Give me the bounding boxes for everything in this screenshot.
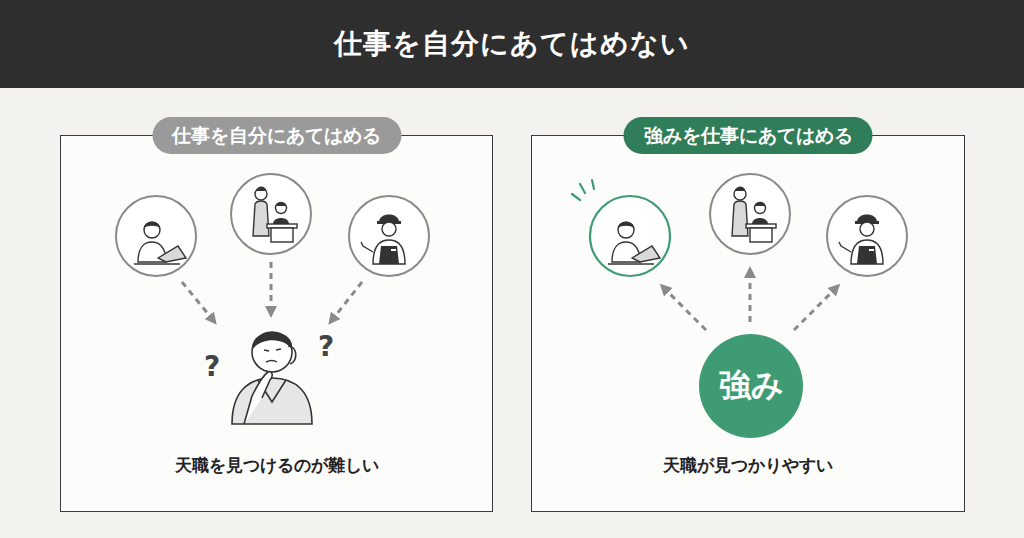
title-text: 仕事を自分にあてはめない (334, 25, 690, 63)
result-text: 天職を見つけるのが難しい (61, 454, 492, 477)
panel-box: 強みを仕事にあてはめる天職が見つかりやすい強み (531, 135, 965, 512)
question-mark: ? (204, 350, 220, 383)
strength-text: 強み (719, 364, 784, 408)
title-bar: 仕事を自分にあてはめない (0, 0, 1024, 88)
panel-box: 仕事を自分にあてはめる天職を見つけるのが難しい (60, 135, 493, 512)
job-icons-left (116, 174, 429, 276)
thinking-person (232, 332, 312, 424)
panel-fill (60, 135, 965, 512)
question-mark: ? (318, 330, 334, 363)
result-text: 天職が見つかりやすい (532, 454, 964, 477)
heading-pill: 仕事を自分にあてはめる (152, 117, 401, 154)
strength-circle: 強み (699, 334, 803, 438)
dashed-arrows (182, 262, 836, 330)
job-icons-right (572, 174, 907, 276)
heading-pill: 強みを仕事にあてはめる (624, 117, 873, 154)
